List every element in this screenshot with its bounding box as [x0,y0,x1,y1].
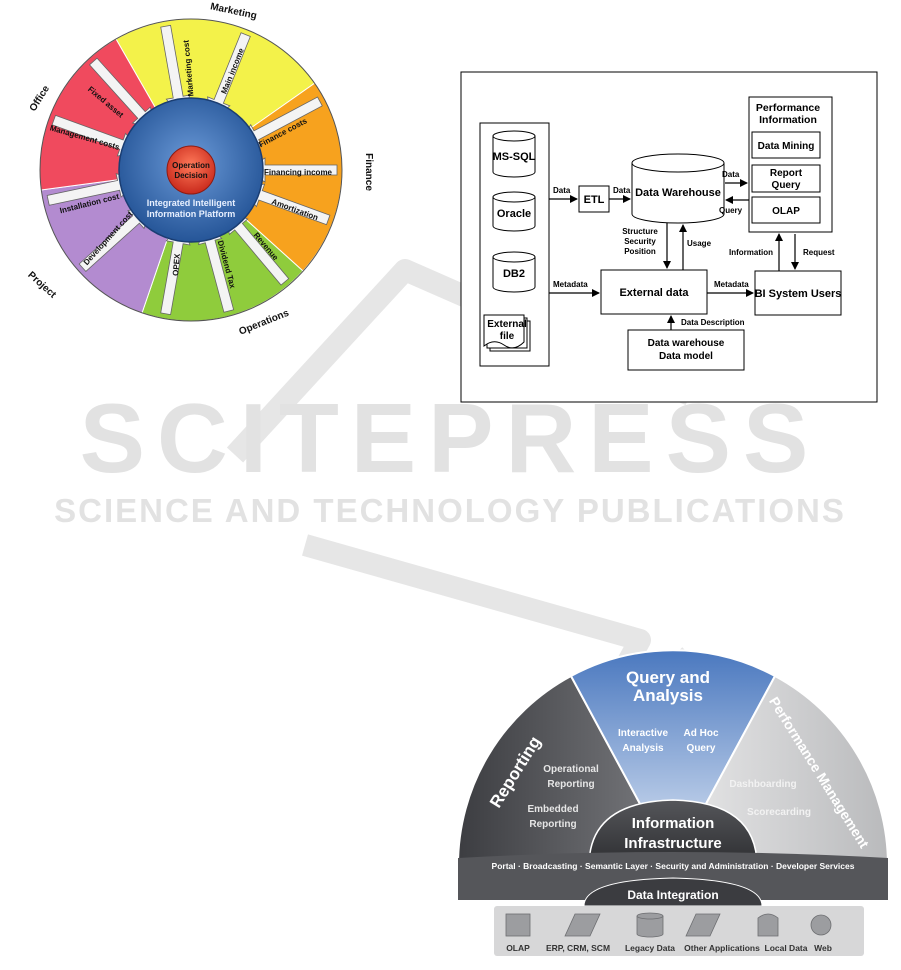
label-data-out: Data [722,170,740,179]
db-db2-label: DB2 [503,268,525,280]
data-mining-label: Data Mining [758,141,815,152]
center-label-1: Operation [172,161,210,170]
source-label-5: Web [814,943,832,953]
label-request: Request [803,248,835,257]
olap-label: OLAP [772,206,800,217]
external-file-label-2: file [500,331,515,342]
dw-arrows [549,179,799,330]
label-metadata-right: Metadata [714,280,749,289]
source-label-0: OLAP [506,943,530,953]
data-model-label-1: Data warehouse [648,338,725,349]
watermark-subtitle: SCIENCE AND TECHNOLOGY PUBLICATIONS [54,492,846,529]
olap-box [751,196,821,224]
data-model-label-2: Data model [659,351,713,362]
label-metadata-left: Metadata [553,280,588,289]
data-warehouse-label: Data Warehouse [635,187,721,199]
source-label-2: Legacy Data [625,943,675,953]
data-mining-box [751,131,821,159]
external-file-label-1: External [487,319,527,330]
db-oracle-label: Oracle [497,208,531,220]
item-adhoc-2: Query [687,743,716,754]
data-integration-dome [583,877,763,907]
external-data-box [600,269,708,315]
item-embedded-1: Embedded [527,804,578,815]
infrastructure-dome [588,799,758,867]
arrow-label-financing-income: Financing income [264,168,333,177]
report-query-label-2: Query [772,180,801,191]
services-band [458,852,888,900]
item-dashboarding: Dashboarding [729,779,796,790]
item-interactive-2: Analysis [622,743,664,754]
item-interactive-1: Interactive [618,728,668,739]
center-label-2: Decision [174,171,207,180]
bi-users-box [754,270,842,316]
data-model-box [627,329,745,371]
db-mssql-label: MS-SQL [493,151,536,163]
infra-label-1: Information [632,815,715,832]
data-integration-label: Data Integration [627,888,718,902]
external-data-label: External data [619,287,689,299]
bi-users-label: BI System Users [755,288,842,300]
label-data-etl: Data [613,186,631,195]
wheel-arrows [46,24,338,316]
db-db2 [492,251,536,293]
db-mssql [492,130,536,178]
etl-label: ETL [584,194,605,206]
arrow-label-opex: OPEX [171,253,182,277]
label-structure-2: Security [624,237,656,246]
label-data-src: Data [553,186,571,195]
base-icons [505,912,832,938]
performance-title-1: Performance [756,102,820,114]
platform-label-1: Integrated Intelligent [147,198,236,208]
label-information: Information [729,248,773,257]
dept-finance: Finance [363,153,374,191]
label-data-description: Data Description [681,318,745,327]
label-usage: Usage [687,239,712,248]
data-warehouse-cylinder [631,153,725,224]
title-query-1: Query and [626,668,710,687]
source-label-4: Local Data [765,943,808,953]
infra-label-2: Infrastructure [624,835,722,852]
item-operational-1: Operational [543,764,599,775]
source-label-1: ERP, CRM, SCM [546,943,610,953]
label-query: Query [719,206,743,215]
report-query-label-1: Report [770,168,803,179]
segment-query-analysis [569,649,777,868]
label-structure-3: Position [624,247,656,256]
item-adhoc-1: Ad Hoc [684,728,719,739]
source-label-3: Other Applications [684,943,760,953]
etl-box [578,185,610,213]
report-query-box [751,164,821,193]
title-query-2: Analysis [633,686,703,705]
item-operational-2: Reporting [547,779,594,790]
platform-label-2: Information Platform [147,209,236,219]
external-file-icon [483,314,531,352]
performance-title-2: Information [759,114,817,126]
item-scorecarding: Scorecarding [747,807,811,818]
label-structure-1: Structure [622,227,658,236]
center-circle [166,145,216,195]
item-embedded-2: Reporting [529,819,576,830]
db-oracle [492,191,536,232]
services-band-label: Portal · Broadcasting · Semantic Layer ·… [492,861,855,871]
